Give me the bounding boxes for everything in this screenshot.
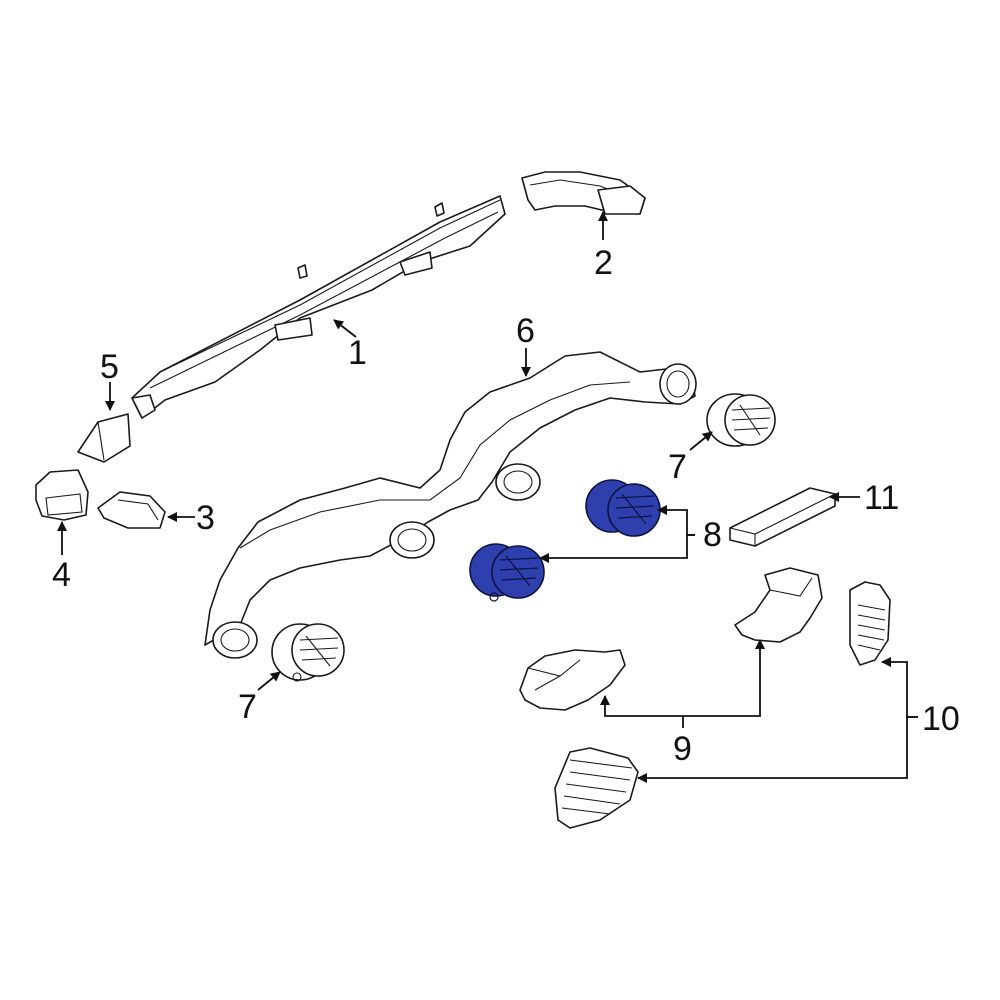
callouts: 1 2 3 4 5 6 7 7 8 9 10 11 [52, 244, 960, 768]
callout-1: 1 [348, 334, 367, 372]
leader-7b [257, 671, 281, 691]
callout-5: 5 [100, 348, 119, 386]
part-1-defroster-duct [131, 195, 506, 419]
part-3-small-duct [97, 491, 166, 529]
part-2-side-duct [521, 171, 646, 215]
callout-4: 4 [52, 556, 71, 594]
callout-6: 6 [516, 312, 535, 350]
part-4-elbow-duct [35, 469, 89, 521]
leader-9-left [600, 695, 683, 717]
part-5-small-duct [77, 413, 131, 463]
part-9-duct-upper [734, 567, 823, 643]
callout-10: 10 [922, 700, 960, 738]
part-7-vent-upper [706, 393, 776, 447]
callout-3: 3 [196, 499, 215, 537]
callout-2: 2 [594, 244, 613, 282]
leader-8-upper [657, 505, 695, 536]
leader-10-upper [881, 657, 918, 718]
leader-10-lower [637, 716, 918, 783]
leader-1 [333, 319, 357, 338]
leader-7a [689, 431, 713, 451]
part-6-heater-duct [204, 351, 697, 659]
part-9-duct-lower [519, 649, 626, 711]
part-10-grille-lower [554, 747, 639, 829]
callout-7a: 7 [668, 448, 687, 486]
part-10-grille-upper [849, 581, 891, 666]
part-11-pad [729, 487, 836, 547]
callout-8: 8 [703, 516, 722, 554]
part-8-vent-upper-highlighted [585, 479, 661, 537]
part-8-vent-lower-highlighted [469, 543, 545, 602]
callout-9: 9 [673, 730, 692, 768]
callout-11: 11 [864, 479, 899, 517]
part-7-vent-lower [271, 623, 345, 682]
callout-7b: 7 [238, 688, 257, 726]
leader-8-lower [539, 534, 695, 563]
leader-9-right [683, 639, 765, 717]
leader-lines [57, 211, 918, 783]
